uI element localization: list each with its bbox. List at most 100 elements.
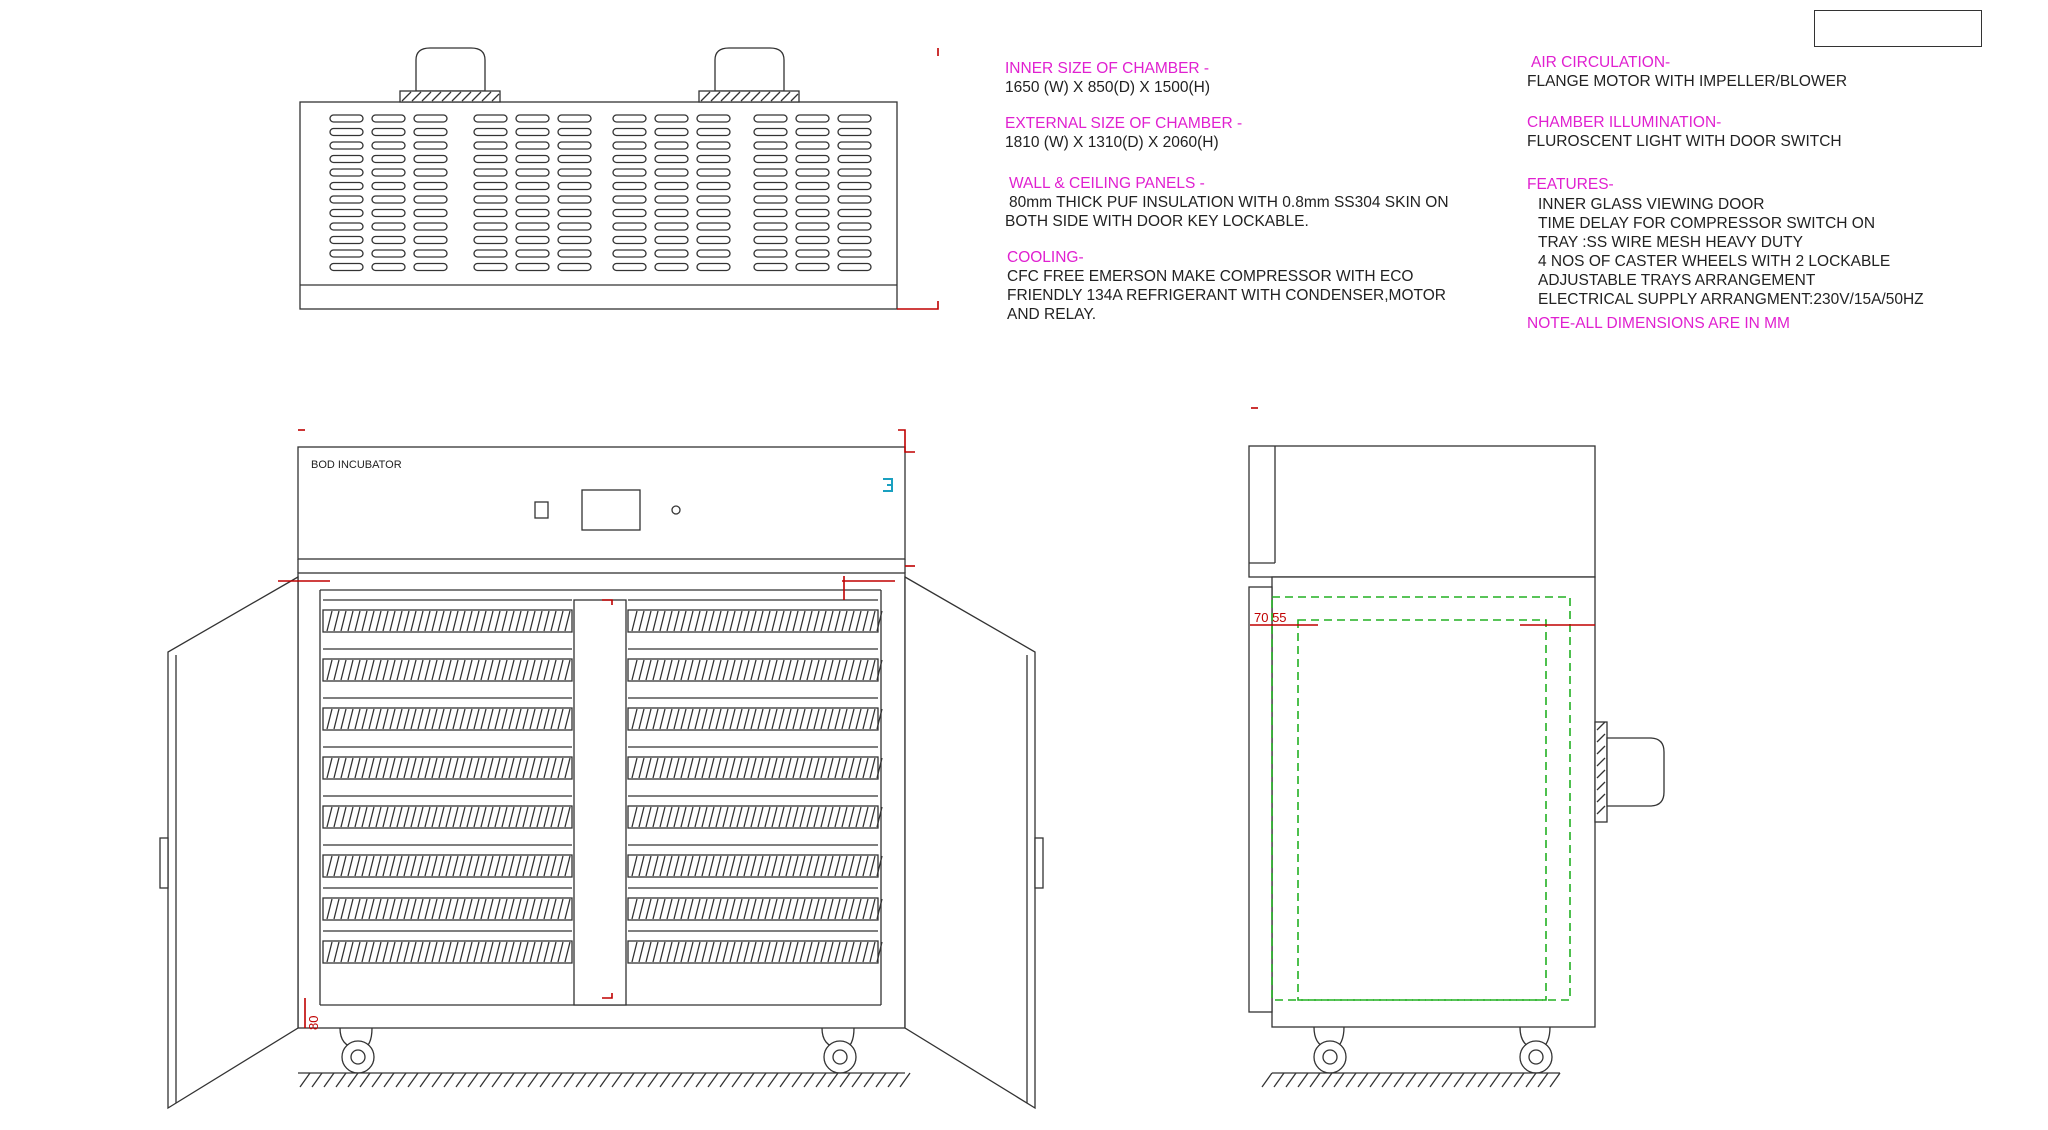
vent-slot [557,208,592,218]
vent-slot [413,127,448,137]
caster-right [821,1027,857,1074]
wall-panels-line-1: 80mm THICK PUF INSULATION WITH 0.8mm SS3… [1009,194,1449,211]
top-view-body [299,101,898,310]
wall-panels-heading: WALL & CEILING PANELS - [1009,175,1205,192]
vent-slot [557,168,592,177]
trays-left [322,599,573,964]
vent-slot [654,262,689,272]
vent-slot [837,141,872,150]
vent-slot [612,154,647,164]
vent-slot [696,168,731,177]
vent-slot [329,141,364,150]
vent-slot [696,195,731,204]
side-caster-right [1519,1026,1553,1074]
vent-slot [837,222,872,231]
vent-slot [413,235,448,245]
vent-slots [329,114,872,272]
air-circulation-line: FLANGE MOTOR WITH IMPELLER/BLOWER [1527,73,1847,90]
vent-slot [557,127,592,137]
tray-mesh [326,659,571,681]
vent-slot [371,154,406,164]
vent-slot [329,195,364,204]
vent-slot [837,208,872,218]
vent-slot [696,249,731,258]
vent-slot [329,114,364,123]
vent-slot [515,222,550,231]
dimensions-note: NOTE-ALL DIMENSIONS ARE IN MM [1527,315,1790,332]
caster-left [339,1027,375,1074]
vent-slot [557,262,592,272]
vent-slot [413,168,448,177]
side-floor-hatch [1261,1072,1561,1088]
vent-slot [515,262,550,272]
vent-slot [371,249,406,258]
vent-slot [473,208,508,218]
vent-slot [329,208,364,218]
vent-slot [371,262,406,272]
trays-right [627,599,883,964]
air-circulation-heading: AIR CIRCULATION- [1531,54,1670,71]
vent-slot [612,262,647,272]
vent-slot [515,114,550,123]
vent-slot [753,222,788,231]
vent-slot [753,262,788,272]
vent-slot [515,141,550,150]
vent-slot [515,235,550,245]
vent-slot [612,235,647,245]
side-body [1271,576,1596,1028]
inner-chamber-outline-inner [1297,619,1547,1001]
vent-slot [473,114,508,123]
tray-mesh [631,708,883,730]
left-door [167,575,299,1110]
vent-slot [413,154,448,164]
vent-slot [413,208,448,218]
vent-slot [795,114,830,123]
tray-mesh [326,898,571,920]
vent-slot [329,168,364,177]
vent-slot [612,181,647,191]
vent-slot [795,181,830,191]
hatch-lines [299,1072,911,1088]
cooling-line-2: FRIENDLY 134A REFRIGERANT WITH CONDENSER… [1007,287,1446,304]
vent-slot [473,154,508,164]
illumination-line: FLUROSCENT LIGHT WITH DOOR SWITCH [1527,133,1842,150]
vent-slot [753,195,788,204]
feature-line-2: TIME DELAY FOR COMPRESSOR SWITCH ON [1538,215,1875,232]
vent-slot [696,114,731,123]
tray-mesh [326,941,571,963]
vent-slot [612,208,647,218]
vent-slot [329,127,364,137]
vent-slot [654,222,689,231]
vent-slot [837,181,872,191]
vent-slot [413,181,448,191]
tray-mesh [631,659,883,681]
vent-slot [612,195,647,204]
vent-slot [837,195,872,204]
inner-chamber-outline [1271,596,1571,1001]
blower-motor-left [399,47,501,103]
vent-slot [329,181,364,191]
vent-slot [696,222,731,231]
vent-slot [795,154,830,164]
vent-slot [413,195,448,204]
controller-display [581,489,641,531]
left-door-handle [159,837,169,889]
vent-slot [696,127,731,137]
vent-slot [696,208,731,218]
vent-slot [795,262,830,272]
vent-slot [837,249,872,258]
illumination-heading: CHAMBER ILLUMINATION- [1527,114,1721,131]
specification-notes: INNER SIZE OF CHAMBER - 1650 (W) X 850(D… [1005,54,1924,332]
vent-slot [515,195,550,204]
vent-slot [515,127,550,137]
vent-slot [557,141,592,150]
vent-slot [795,235,830,245]
vent-slot [795,168,830,177]
vent-slot [612,249,647,258]
side-caster-left [1313,1026,1347,1074]
tray-mesh [326,855,571,877]
vent-slot [654,168,689,177]
vent-slot [371,127,406,137]
vent-slot [371,195,406,204]
